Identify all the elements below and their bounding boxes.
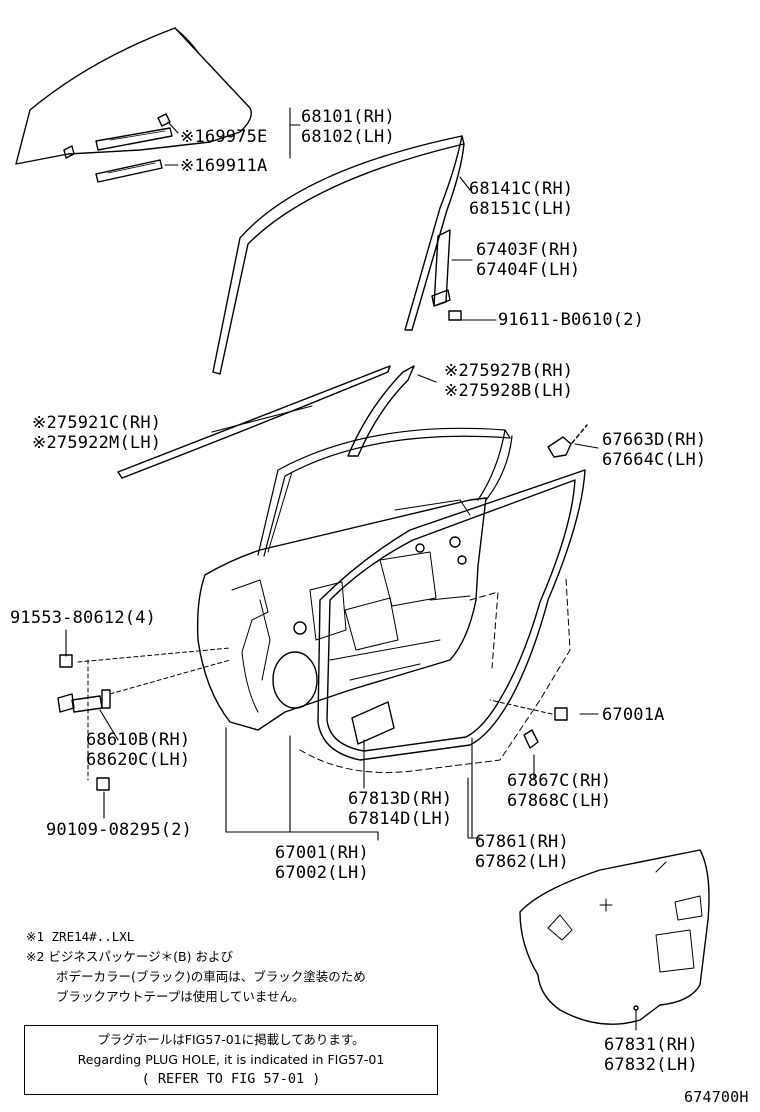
sound-pad [351,701,395,745]
label-tape-b-rh: ※275927B(RH) [444,361,574,381]
reference-box: プラグホールはFIG57-01に掲載してあります。 Regarding PLUG… [24,1025,438,1095]
label-cap: 67001A [602,705,665,725]
reference-line-2: Regarding PLUG HOLE, it is indicated in … [77,1052,385,1067]
label-wclip-lh: 67868C(LH) [507,791,612,811]
label-chan-rh: 67403F(RH) [476,240,581,260]
clip [547,424,588,458]
figure-code: 674700H [684,1088,749,1106]
label-tape-c-rh: ※275921C(RH) [32,413,162,433]
weatherstrip [317,469,586,761]
frame-moulding [212,135,465,375]
label-bolt-a: 91611-B0610(2) [498,310,645,330]
door-panel [196,427,513,731]
label-ws-rh: 67861(RH) [475,832,569,852]
label-film-rh: 67831(RH) [604,1035,698,1055]
label-pad-rh: 67813D(RH) [348,789,453,809]
note-2c: ブラックアウトテープは使用していません。 [56,989,305,1004]
label-tape-c-lh: ※275922M(LH) [32,433,162,453]
label-glass-lh: 68102(LH) [301,127,395,147]
label-clip-rh: 67663D(RH) [602,430,707,450]
door-glass [15,27,252,165]
label-bolt-c: 90109-08295(2) [46,820,193,840]
blackout-tape-pillar [347,365,415,457]
label-tape-b-lh: ※275928B(LH) [444,381,574,401]
label-run-upper: ※169975E [180,127,268,147]
note-2a: ※2 ビジネスパッケージ＊(B) および [26,949,233,964]
glass-run-strips [63,113,173,183]
service-hole-film [519,849,710,1025]
note-1: ※1 ZRE14#..LXL [26,929,135,944]
label-door-rh: 67001(RH) [275,843,369,863]
label-frame-lh: 68151C(LH) [469,199,574,219]
label-wclip-rh: 67867C(RH) [507,771,612,791]
label-door-lh: 67002(LH) [275,863,369,883]
leader-lines [65,107,637,1031]
label-pad-lh: 67814D(LH) [348,809,453,829]
reference-line-3: ( REFER TO FIG 57-01 ) [141,1071,321,1087]
label-run-lower: ※169911A [180,156,268,176]
blackout-tape-lower [117,365,391,479]
fasteners [57,647,568,791]
label-glass-rh: 68101(RH) [301,107,395,127]
reference-line-1: プラグホールはFIG57-01に掲載してあります。 [97,1032,365,1047]
division-channel [431,229,462,321]
label-clip-lh: 67664C(LH) [602,450,707,470]
label-ws-lh: 67862(LH) [475,852,569,872]
label-hinge-rh: 68610B(RH) [86,730,191,750]
note-2b: ボデーカラー(ブラック)の車両は、ブラック塗装のため [56,969,366,984]
label-chan-lh: 67404F(LH) [476,260,581,280]
label-film-lh: 67832(LH) [604,1055,698,1075]
label-hinge-lh: 68620C(LH) [86,750,191,770]
label-bolt-b: 91553-80612(4) [10,608,157,628]
label-frame-rh: 68141C(RH) [469,179,574,199]
